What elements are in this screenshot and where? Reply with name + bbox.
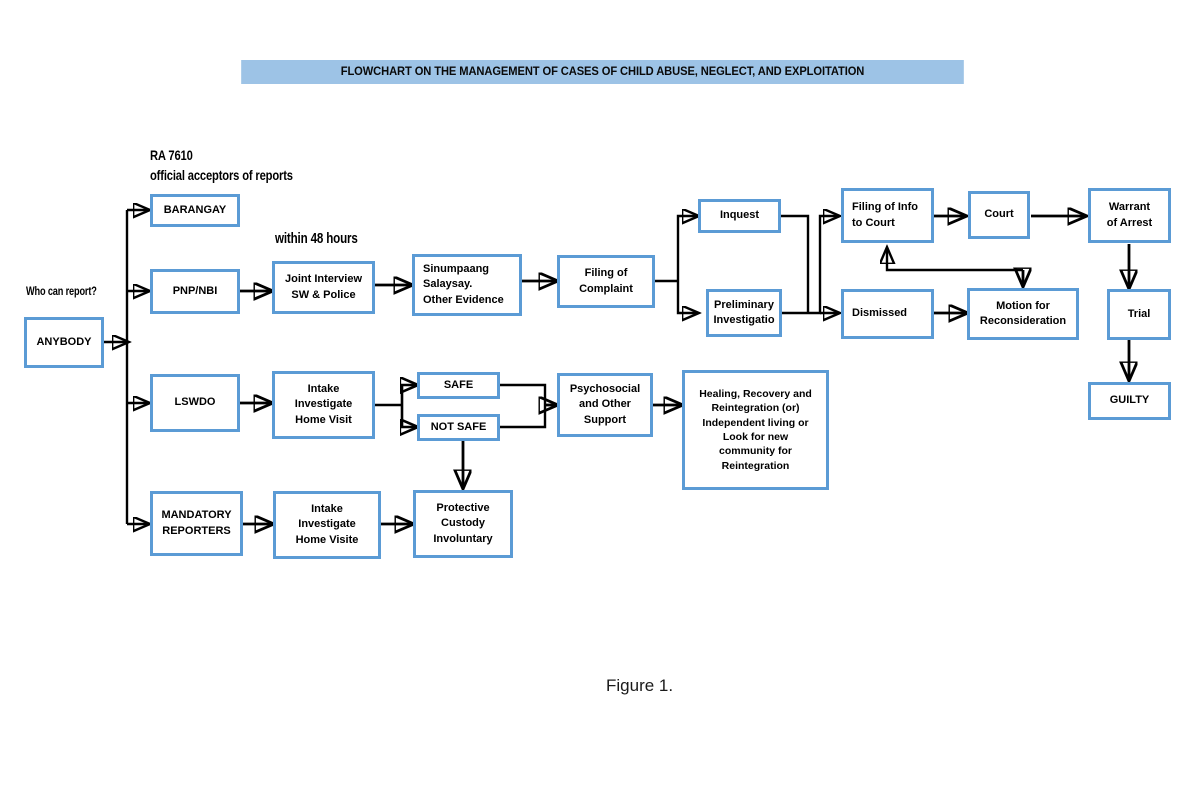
node-filing-info-line1: Filing of Info xyxy=(852,201,918,214)
node-lswdo[interactable]: LSWDO xyxy=(150,374,240,432)
node-healing-line1: Healing, Recovery and xyxy=(699,387,812,400)
node-warrant-of-arrest[interactable]: Warrant of Arrest xyxy=(1088,188,1171,243)
flowchart-title-banner: FLOWCHART ON THE MANAGEMENT OF CASES OF … xyxy=(241,60,964,84)
node-warrant-line1: Warrant xyxy=(1108,201,1151,214)
node-intake-mandatory-line1: Intake xyxy=(311,503,343,516)
node-pnp-nbi-label: PNP/NBI xyxy=(172,284,218,297)
node-healing-recovery[interactable]: Healing, Recovery and Reintegration (or)… xyxy=(682,370,829,490)
label-official-acceptors: official acceptors of reports xyxy=(150,167,293,183)
node-joint-interview-line2: SW & Police xyxy=(291,288,356,301)
node-filing-info-line2: to Court xyxy=(852,216,895,229)
node-filing-complaint-line2: Complaint xyxy=(579,282,633,295)
node-intake-lswdo-line2: Investigate xyxy=(294,398,353,411)
node-anybody[interactable]: ANYBODY xyxy=(24,317,104,368)
label-within-48-hours: within 48 hours xyxy=(275,231,358,247)
node-protective-custody[interactable]: Protective Custody Involuntary xyxy=(413,490,513,558)
node-motion-reconsideration[interactable]: Motion for Reconsideration xyxy=(967,288,1079,340)
node-filing-info-court[interactable]: Filing of Info to Court xyxy=(841,188,934,243)
node-inquest[interactable]: Inquest xyxy=(698,199,781,233)
node-intake-lswdo-line3: Home Visit xyxy=(295,413,352,426)
node-trial[interactable]: Trial xyxy=(1107,289,1171,340)
label-who-can-report: Who can report? xyxy=(26,286,97,298)
node-psychosocial-line1: Psychosocial xyxy=(569,383,641,396)
node-preliminary-line2: Investigatio xyxy=(713,314,775,326)
node-healing-line2: Reintegration (or) xyxy=(711,402,800,415)
node-intake-mandatory-line3: Home Visite xyxy=(295,533,359,546)
node-sinumpaang-line2: Salaysay. xyxy=(423,278,473,291)
node-dismissed[interactable]: Dismissed xyxy=(841,289,934,339)
node-intake-lswdo-line1: Intake xyxy=(307,383,340,396)
node-psychosocial-line2: and Other xyxy=(579,398,631,411)
node-intake-mandatory[interactable]: Intake Investigate Home Visite xyxy=(273,491,381,559)
node-psychosocial-line3: Support xyxy=(583,413,627,426)
node-filing-complaint-line1: Filing of xyxy=(584,267,628,280)
node-anybody-label: ANYBODY xyxy=(36,335,92,348)
node-trial-label: Trial xyxy=(1127,307,1151,320)
node-preliminary-line1: Preliminary xyxy=(714,298,774,311)
node-barangay-label: BARANGAY xyxy=(163,203,227,216)
node-safe-label: SAFE xyxy=(443,378,474,391)
node-mandatory-reporters-line1: MANDATORY xyxy=(161,509,232,522)
node-motion-line1: Motion for xyxy=(996,299,1050,312)
node-lswdo-label: LSWDO xyxy=(174,396,216,409)
node-filing-complaint[interactable]: Filing of Complaint xyxy=(557,255,655,308)
node-protective-custody-line2: Custody xyxy=(441,517,485,530)
node-intake-lswdo[interactable]: Intake Investigate Home Visit xyxy=(272,371,375,439)
label-ra-7610: RA 7610 xyxy=(150,147,193,163)
node-sinumpaang-line1: Sinumpaang xyxy=(423,263,490,276)
node-inquest-label: Inquest xyxy=(719,209,760,222)
node-not-safe[interactable]: NOT SAFE xyxy=(417,414,500,441)
node-barangay[interactable]: BARANGAY xyxy=(150,194,240,227)
figure-caption: Figure 1. xyxy=(606,676,674,695)
node-not-safe-label: NOT SAFE xyxy=(430,420,487,433)
node-safe[interactable]: SAFE xyxy=(417,372,500,399)
node-intake-mandatory-line2: Investigate xyxy=(298,518,356,531)
node-sinumpaang-line3: Other Evidence xyxy=(423,293,504,306)
node-healing-line5: community for xyxy=(719,445,792,458)
node-motion-line2: Reconsideration xyxy=(979,315,1067,327)
node-warrant-line2: of Arrest xyxy=(1106,216,1153,229)
node-court[interactable]: Court xyxy=(968,191,1030,239)
node-pnp-nbi[interactable]: PNP/NBI xyxy=(150,269,240,314)
node-preliminary-investigation[interactable]: Preliminary Investigatio xyxy=(706,289,782,337)
node-protective-custody-line3: Involuntary xyxy=(433,532,493,545)
node-court-label: Court xyxy=(984,208,1014,221)
node-mandatory-reporters-line2: REPORTERS xyxy=(162,524,231,537)
node-psychosocial[interactable]: Psychosocial and Other Support xyxy=(557,373,653,437)
node-healing-line4: Look for new xyxy=(722,431,789,443)
node-joint-interview-line1: Joint Interview xyxy=(284,273,363,286)
node-mandatory-reporters[interactable]: MANDATORY REPORTERS xyxy=(150,491,243,556)
node-guilty-label: GUILTY xyxy=(1109,394,1150,407)
node-healing-line3: Independent living or xyxy=(702,416,809,429)
node-joint-interview[interactable]: Joint Interview SW & Police xyxy=(272,261,375,314)
node-healing-line6: Reintegration xyxy=(721,459,790,472)
node-dismissed-label: Dismissed xyxy=(852,307,908,320)
node-sinumpaang-salaysay[interactable]: Sinumpaang Salaysay. Other Evidence xyxy=(412,254,522,316)
node-guilty[interactable]: GUILTY xyxy=(1088,382,1171,420)
node-protective-custody-line1: Protective xyxy=(436,502,490,515)
